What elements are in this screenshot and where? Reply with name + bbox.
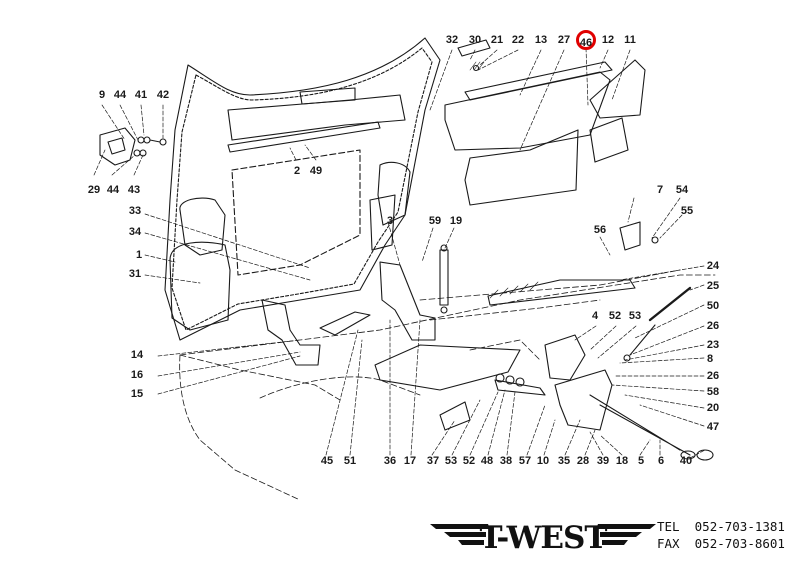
- callout-16[interactable]: 16: [130, 369, 144, 381]
- callout-31[interactable]: 31: [128, 268, 142, 280]
- callout-49[interactable]: 49: [309, 165, 323, 177]
- callout-36[interactable]: 36: [383, 455, 397, 467]
- callout-20[interactable]: 20: [706, 402, 720, 414]
- logo-text: T-WEST: [479, 520, 607, 556]
- callout-55[interactable]: 55: [680, 205, 694, 217]
- callout-39[interactable]: 39: [596, 455, 610, 467]
- callout-11[interactable]: 11: [624, 34, 636, 46]
- fax-line: FAX 052-703-8601: [657, 535, 785, 552]
- callout-25[interactable]: 25: [706, 280, 720, 292]
- callout-43[interactable]: 43: [127, 184, 141, 196]
- tel-line: TEL 052-703-1381: [657, 518, 785, 535]
- callout-17[interactable]: 17: [403, 455, 417, 467]
- callout-26[interactable]: 26: [706, 370, 720, 382]
- hood-seal-strips[interactable]: [444, 39, 646, 206]
- hatch-detail: [469, 61, 539, 299]
- t-west-logo: T-WEST: [430, 520, 656, 556]
- callout-40[interactable]: 40: [679, 455, 693, 467]
- callout-45[interactable]: 45: [320, 455, 334, 467]
- callout-8[interactable]: 8: [706, 353, 714, 365]
- callout-6[interactable]: 6: [657, 455, 665, 467]
- callout-7[interactable]: 7: [656, 184, 664, 196]
- callout-21[interactable]: 21: [490, 34, 504, 46]
- callout-27[interactable]: 27: [557, 34, 571, 46]
- fax-label: FAX: [657, 536, 680, 551]
- callout-2[interactable]: 2: [293, 165, 301, 177]
- callout-19[interactable]: 19: [449, 215, 463, 227]
- callout-58[interactable]: 58: [706, 386, 720, 398]
- callout-3[interactable]: 3: [386, 215, 394, 227]
- callout-22[interactable]: 22: [511, 34, 525, 46]
- callout-24[interactable]: 24: [706, 260, 720, 272]
- tel-label: TEL: [657, 519, 680, 534]
- callout-51[interactable]: 51: [343, 455, 357, 467]
- callout-29[interactable]: 29: [87, 184, 101, 196]
- hood-panel[interactable]: [164, 37, 441, 341]
- callout-33[interactable]: 33: [128, 205, 142, 217]
- callout-44[interactable]: 44: [106, 184, 120, 196]
- tel-number[interactable]: 052-703-1381: [694, 519, 785, 534]
- callout-52[interactable]: 52: [608, 310, 622, 322]
- callout-48[interactable]: 48: [480, 455, 494, 467]
- callout-42[interactable]: 42: [156, 89, 170, 101]
- callout-41[interactable]: 41: [134, 89, 148, 101]
- callout-28[interactable]: 28: [576, 455, 590, 467]
- callout-26[interactable]: 26: [706, 320, 720, 332]
- hinge-and-strut[interactable]: [261, 244, 521, 391]
- callout-53[interactable]: 53: [444, 455, 458, 467]
- callout-15[interactable]: 15: [130, 388, 144, 400]
- callout-23[interactable]: 23: [706, 339, 720, 351]
- latch-assembly[interactable]: [439, 221, 714, 461]
- callout-38[interactable]: 38: [499, 455, 513, 467]
- callout-54[interactable]: 54: [675, 184, 689, 196]
- callout-10[interactable]: 10: [536, 455, 550, 467]
- callout-13[interactable]: 13: [534, 34, 548, 46]
- callout-53[interactable]: 53: [628, 310, 642, 322]
- callout-18[interactable]: 18: [615, 455, 629, 467]
- callout-50[interactable]: 50: [706, 300, 720, 312]
- callout-37[interactable]: 37: [426, 455, 440, 467]
- callout-46-highlighted[interactable]: 46: [576, 30, 596, 50]
- callout-52[interactable]: 52: [462, 455, 476, 467]
- callout-32[interactable]: 32: [445, 34, 459, 46]
- callout-4[interactable]: 4: [591, 310, 599, 322]
- callout-34[interactable]: 34: [128, 226, 142, 238]
- callout-59[interactable]: 59: [428, 215, 442, 227]
- fax-number: 052-703-8601: [694, 536, 785, 551]
- callout-47[interactable]: 47: [706, 421, 720, 433]
- callout-44[interactable]: 44: [113, 89, 127, 101]
- callout-35[interactable]: 35: [557, 455, 571, 467]
- callout-30[interactable]: 30: [468, 34, 482, 46]
- callout-9[interactable]: 9: [98, 89, 106, 101]
- callout-57[interactable]: 57: [518, 455, 532, 467]
- contact-info: TEL 052-703-1381 FAX 052-703-8601: [657, 518, 785, 552]
- callout-56[interactable]: 56: [593, 224, 607, 236]
- callout-12[interactable]: 12: [601, 34, 615, 46]
- callout-14[interactable]: 14: [130, 349, 144, 361]
- callout-1[interactable]: 1: [135, 249, 143, 261]
- leader-lines: [93, 47, 706, 459]
- hood-lock-bracket[interactable]: [99, 127, 167, 166]
- car-body-outline: [179, 269, 716, 501]
- callout-5[interactable]: 5: [637, 455, 645, 467]
